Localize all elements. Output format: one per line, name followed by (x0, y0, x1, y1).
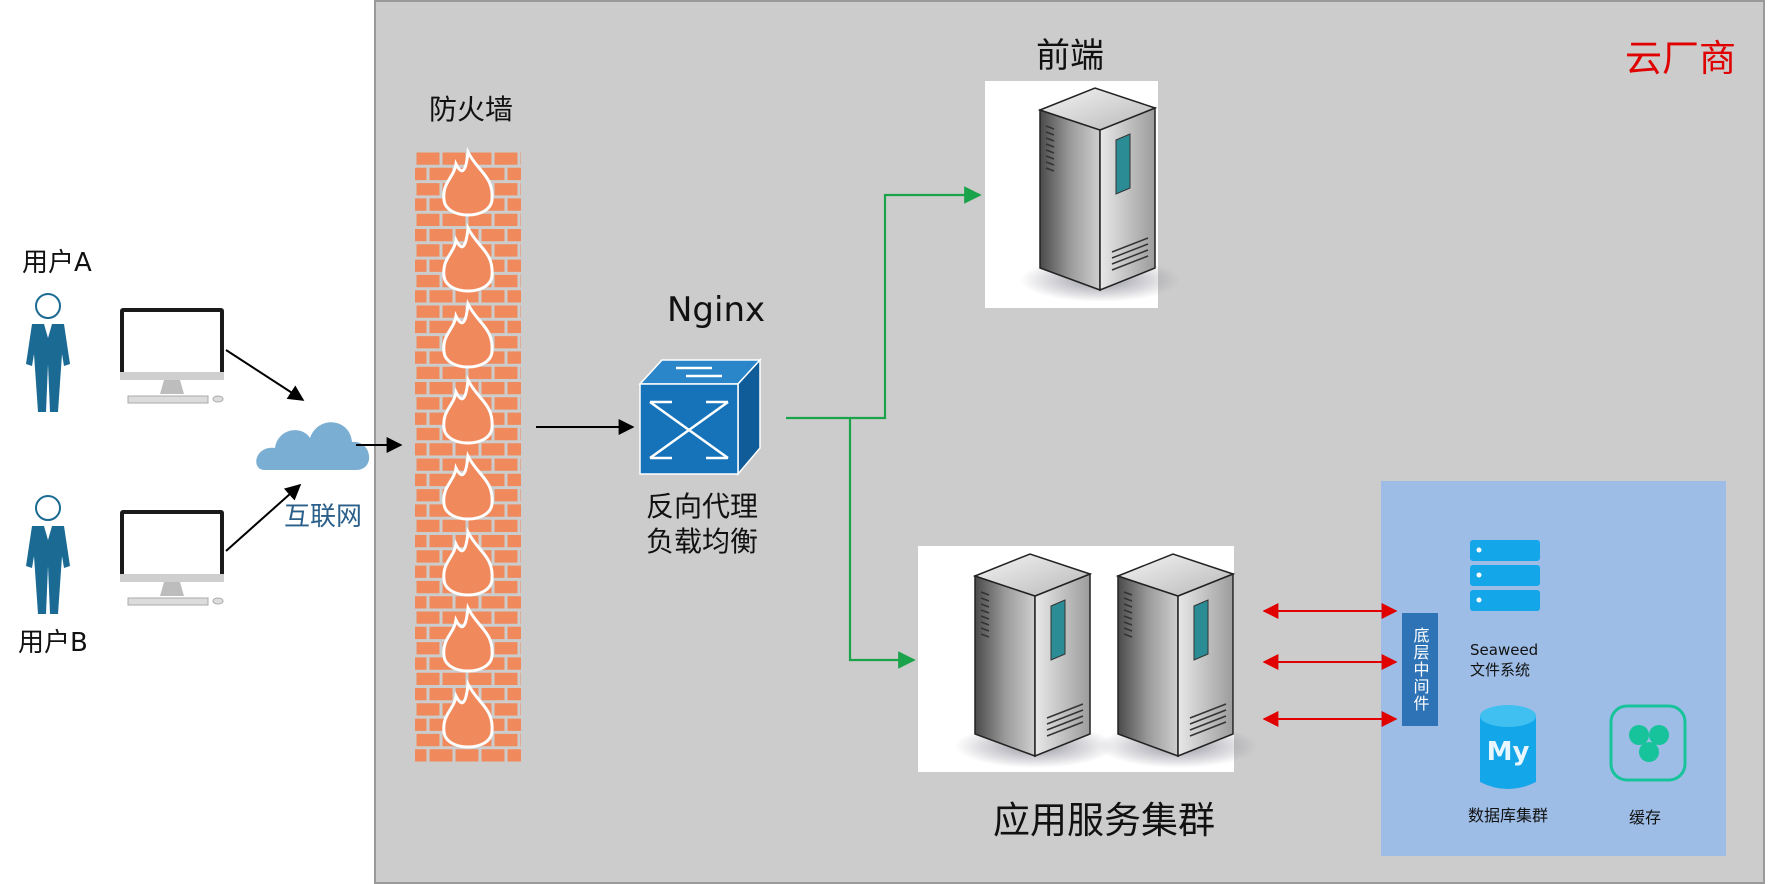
internet-label: 互联网 (284, 502, 363, 532)
link-user-b-to-internet (225, 483, 302, 552)
user-a-label: 用户A (22, 248, 92, 278)
middleware-label: 底层中间件 (1410, 627, 1430, 712)
flame-icon (442, 146, 494, 217)
frontend-label: 前端 (1036, 36, 1104, 76)
link-nginx-to-app-cluster (848, 418, 916, 669)
flame-icon (442, 602, 494, 673)
seaweed-label: Seaweed 文件系统 (1470, 640, 1538, 680)
firewall-label: 防火墙 (429, 93, 514, 126)
seaweed-label-line-2: 文件系统 (1470, 661, 1531, 679)
flame-icon (442, 374, 494, 445)
backend-services-panel (1381, 481, 1726, 856)
flame-icon (442, 222, 494, 293)
user-b-label: 用户B (18, 628, 88, 658)
cache-icon (1609, 704, 1687, 782)
flame-icon (442, 678, 494, 749)
proxy-label-line-1: 反向代理 (646, 490, 759, 523)
app-cluster-label: 应用服务集群 (993, 799, 1215, 842)
db-cluster-label: 数据库集群 (1468, 806, 1549, 825)
monitor-a-icon (119, 307, 225, 404)
user-b-icon (25, 495, 71, 615)
flame-icon (442, 298, 494, 369)
link-user-a-to-internet (225, 349, 305, 401)
cloud-icon (256, 422, 370, 470)
firewall-icon (413, 146, 521, 765)
proxy-label: 反向代理 负载均衡 (646, 489, 758, 559)
cache-label: 缓存 (1629, 808, 1662, 827)
monitor-b-icon (119, 509, 225, 606)
nginx-label: Nginx (667, 290, 766, 330)
user-a-icon (25, 293, 71, 413)
seaweed-label-line-1: Seaweed (1470, 641, 1539, 659)
flame-icon (442, 450, 494, 521)
middleware-box: 底层中间件 (1402, 613, 1438, 726)
storage-server-icon (1470, 540, 1540, 611)
cloud-vendor-title: 云厂商 (1625, 37, 1736, 80)
mysql-icon: My (1480, 705, 1536, 789)
link-nginx-to-frontend (786, 186, 982, 420)
proxy-label-line-2: 负载均衡 (646, 525, 759, 558)
flame-icon (442, 526, 494, 597)
mysql-icon-text: My (1487, 737, 1530, 767)
switch-icon (638, 358, 762, 477)
